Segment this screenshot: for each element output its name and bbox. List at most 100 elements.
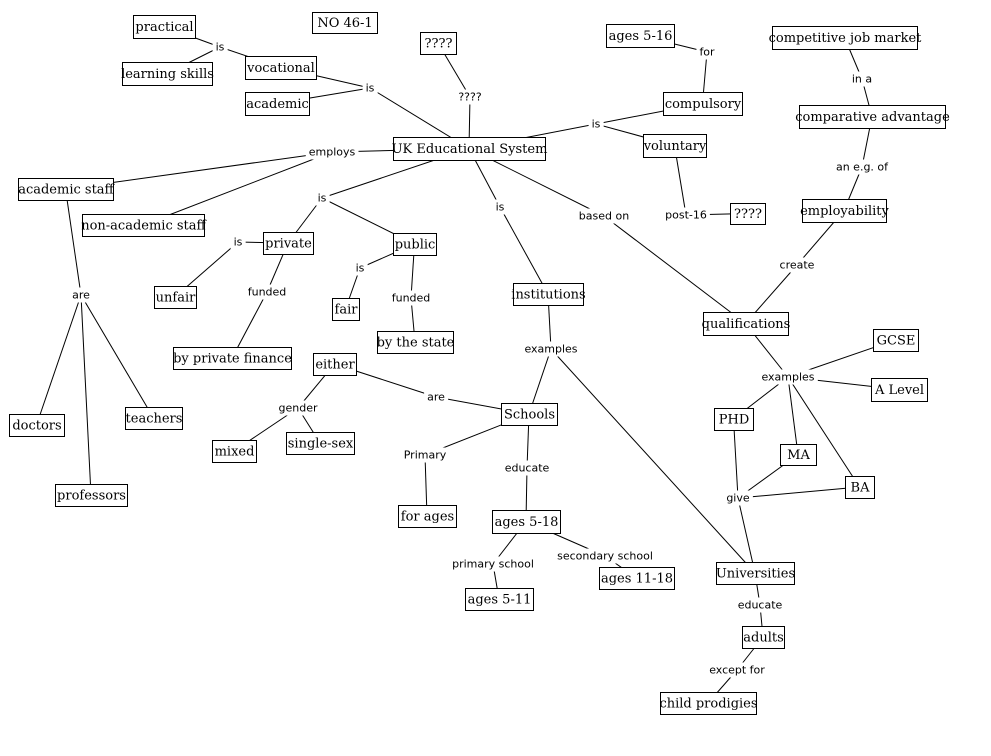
concept-node-box [154, 286, 197, 309]
link-label-except-for: except for [706, 662, 769, 678]
link-label-background [706, 662, 769, 678]
link-label-secondary-school: secondary school [554, 548, 656, 564]
edge-qualifications-based-on [603, 215, 746, 324]
concept-node-box [599, 567, 675, 590]
link-label-background [244, 284, 290, 300]
concept-node-uk: UK Educational System [392, 137, 547, 161]
link-label-text: is [366, 82, 375, 95]
link-label-text: educate [505, 462, 550, 475]
concept-node-box [312, 12, 378, 34]
link-label-text: primary school [452, 558, 534, 571]
edge-universities-give [737, 497, 756, 574]
link-label-in-a: in a [848, 71, 876, 87]
concept-node-label: fair [335, 303, 359, 318]
concept-node-q2: ???? [730, 203, 766, 225]
link-label-is-compulsory: is [588, 116, 604, 132]
link-label-create: create [776, 257, 818, 273]
concept-node-mixed: mixed [212, 440, 257, 463]
concept-node-label: institutions [511, 288, 585, 303]
concept-node-universities: Universities [716, 562, 795, 585]
link-label-text: educate [738, 599, 783, 612]
link-label-background [400, 447, 450, 463]
concept-node-box [245, 56, 317, 80]
edge-ba-examples-qual [787, 376, 860, 488]
concept-node-box [393, 137, 546, 161]
link-label-text: examples [761, 371, 814, 384]
concept-node-label: Schools [504, 408, 555, 423]
link-label-is-unfair: is [230, 234, 246, 250]
concept-node-nonac: non-academic staff [81, 214, 208, 237]
link-label-text: employs [309, 146, 356, 159]
concept-node-teachers: teachers [125, 407, 183, 430]
concept-node-box [780, 444, 817, 466]
concept-node-employability: employability [800, 199, 890, 223]
link-label-background [521, 341, 581, 357]
concept-node-ages516: ages 5-16 [606, 24, 675, 48]
concept-node-label: learning skills [121, 67, 214, 82]
edge-universities-examples-inst [550, 348, 756, 574]
concept-node-label: child prodigies [659, 697, 757, 712]
link-label-is-inst: is [492, 199, 508, 215]
concept-node-box [802, 199, 887, 223]
concept-node-learning-skills: learning skills [121, 62, 214, 86]
concept-node-label: competitive job market [769, 31, 923, 46]
link-label-background [696, 44, 719, 60]
link-label-background [449, 556, 537, 572]
concept-node-box [663, 92, 743, 116]
concept-node-ba: BA [845, 476, 875, 499]
link-label-background [362, 80, 378, 96]
concept-node-box [393, 233, 437, 256]
concept-node-box [398, 505, 457, 528]
concept-node-label: ages 5-11 [468, 593, 532, 608]
concept-node-label: vocational [246, 61, 315, 76]
link-label-background [776, 257, 818, 273]
concept-node-label: compulsory [665, 97, 742, 112]
concept-node-label: practical [135, 20, 193, 35]
link-label-background [230, 234, 246, 250]
link-label-background [848, 71, 876, 87]
concept-node-academic: academic [245, 92, 310, 116]
concept-node-box [871, 378, 928, 402]
concept-node-box [420, 32, 457, 55]
concept-node-label: employability [800, 204, 889, 219]
concept-node-forages: for ages [398, 505, 457, 528]
link-label-is-fair: is [352, 260, 368, 276]
link-label-are-schools: are [424, 389, 449, 405]
concept-node-institutions: institutions [511, 283, 586, 306]
concept-node-fair: fair [332, 298, 360, 321]
concept-node-professors: professors [55, 484, 128, 507]
concept-node-ages511: ages 5-11 [465, 588, 534, 611]
link-label-background [575, 208, 633, 224]
concept-node-label: non-academic staff [81, 219, 207, 234]
link-label-employs: employs [305, 144, 359, 160]
link-label-background [388, 290, 434, 306]
concept-node-bystate: by the state [377, 331, 455, 354]
link-label-background [455, 89, 485, 105]
link-label-post16: post-16 [662, 207, 710, 223]
concept-node-box [606, 24, 675, 48]
concept-node-singlesex: single-sex [286, 432, 355, 455]
concept-node-box [122, 62, 213, 86]
concept-node-box [245, 92, 310, 116]
concept-node-box [873, 329, 919, 352]
concept-node-box [643, 134, 707, 158]
link-label-text: funded [248, 286, 287, 299]
concept-node-box [730, 203, 766, 225]
concept-node-label: by the state [377, 336, 455, 351]
link-label-primary: Primary [400, 447, 450, 463]
link-label-background [734, 597, 786, 613]
concept-node-label: professors [57, 489, 126, 504]
link-label-is-practical: is [212, 39, 228, 55]
concept-node-box [845, 476, 875, 499]
concept-node-box [714, 408, 754, 431]
concept-node-box [173, 347, 292, 370]
link-label-text: based on [579, 210, 629, 223]
link-label-background [492, 199, 508, 215]
link-label-gender: gender [275, 400, 321, 416]
link-label-text: in a [852, 73, 872, 86]
concept-node-label: private [265, 237, 312, 252]
concept-node-box [263, 232, 314, 255]
edge-professors-are-staff [80, 294, 92, 496]
concept-node-schools: Schools [501, 403, 558, 426]
concept-node-label: MA [787, 448, 810, 463]
